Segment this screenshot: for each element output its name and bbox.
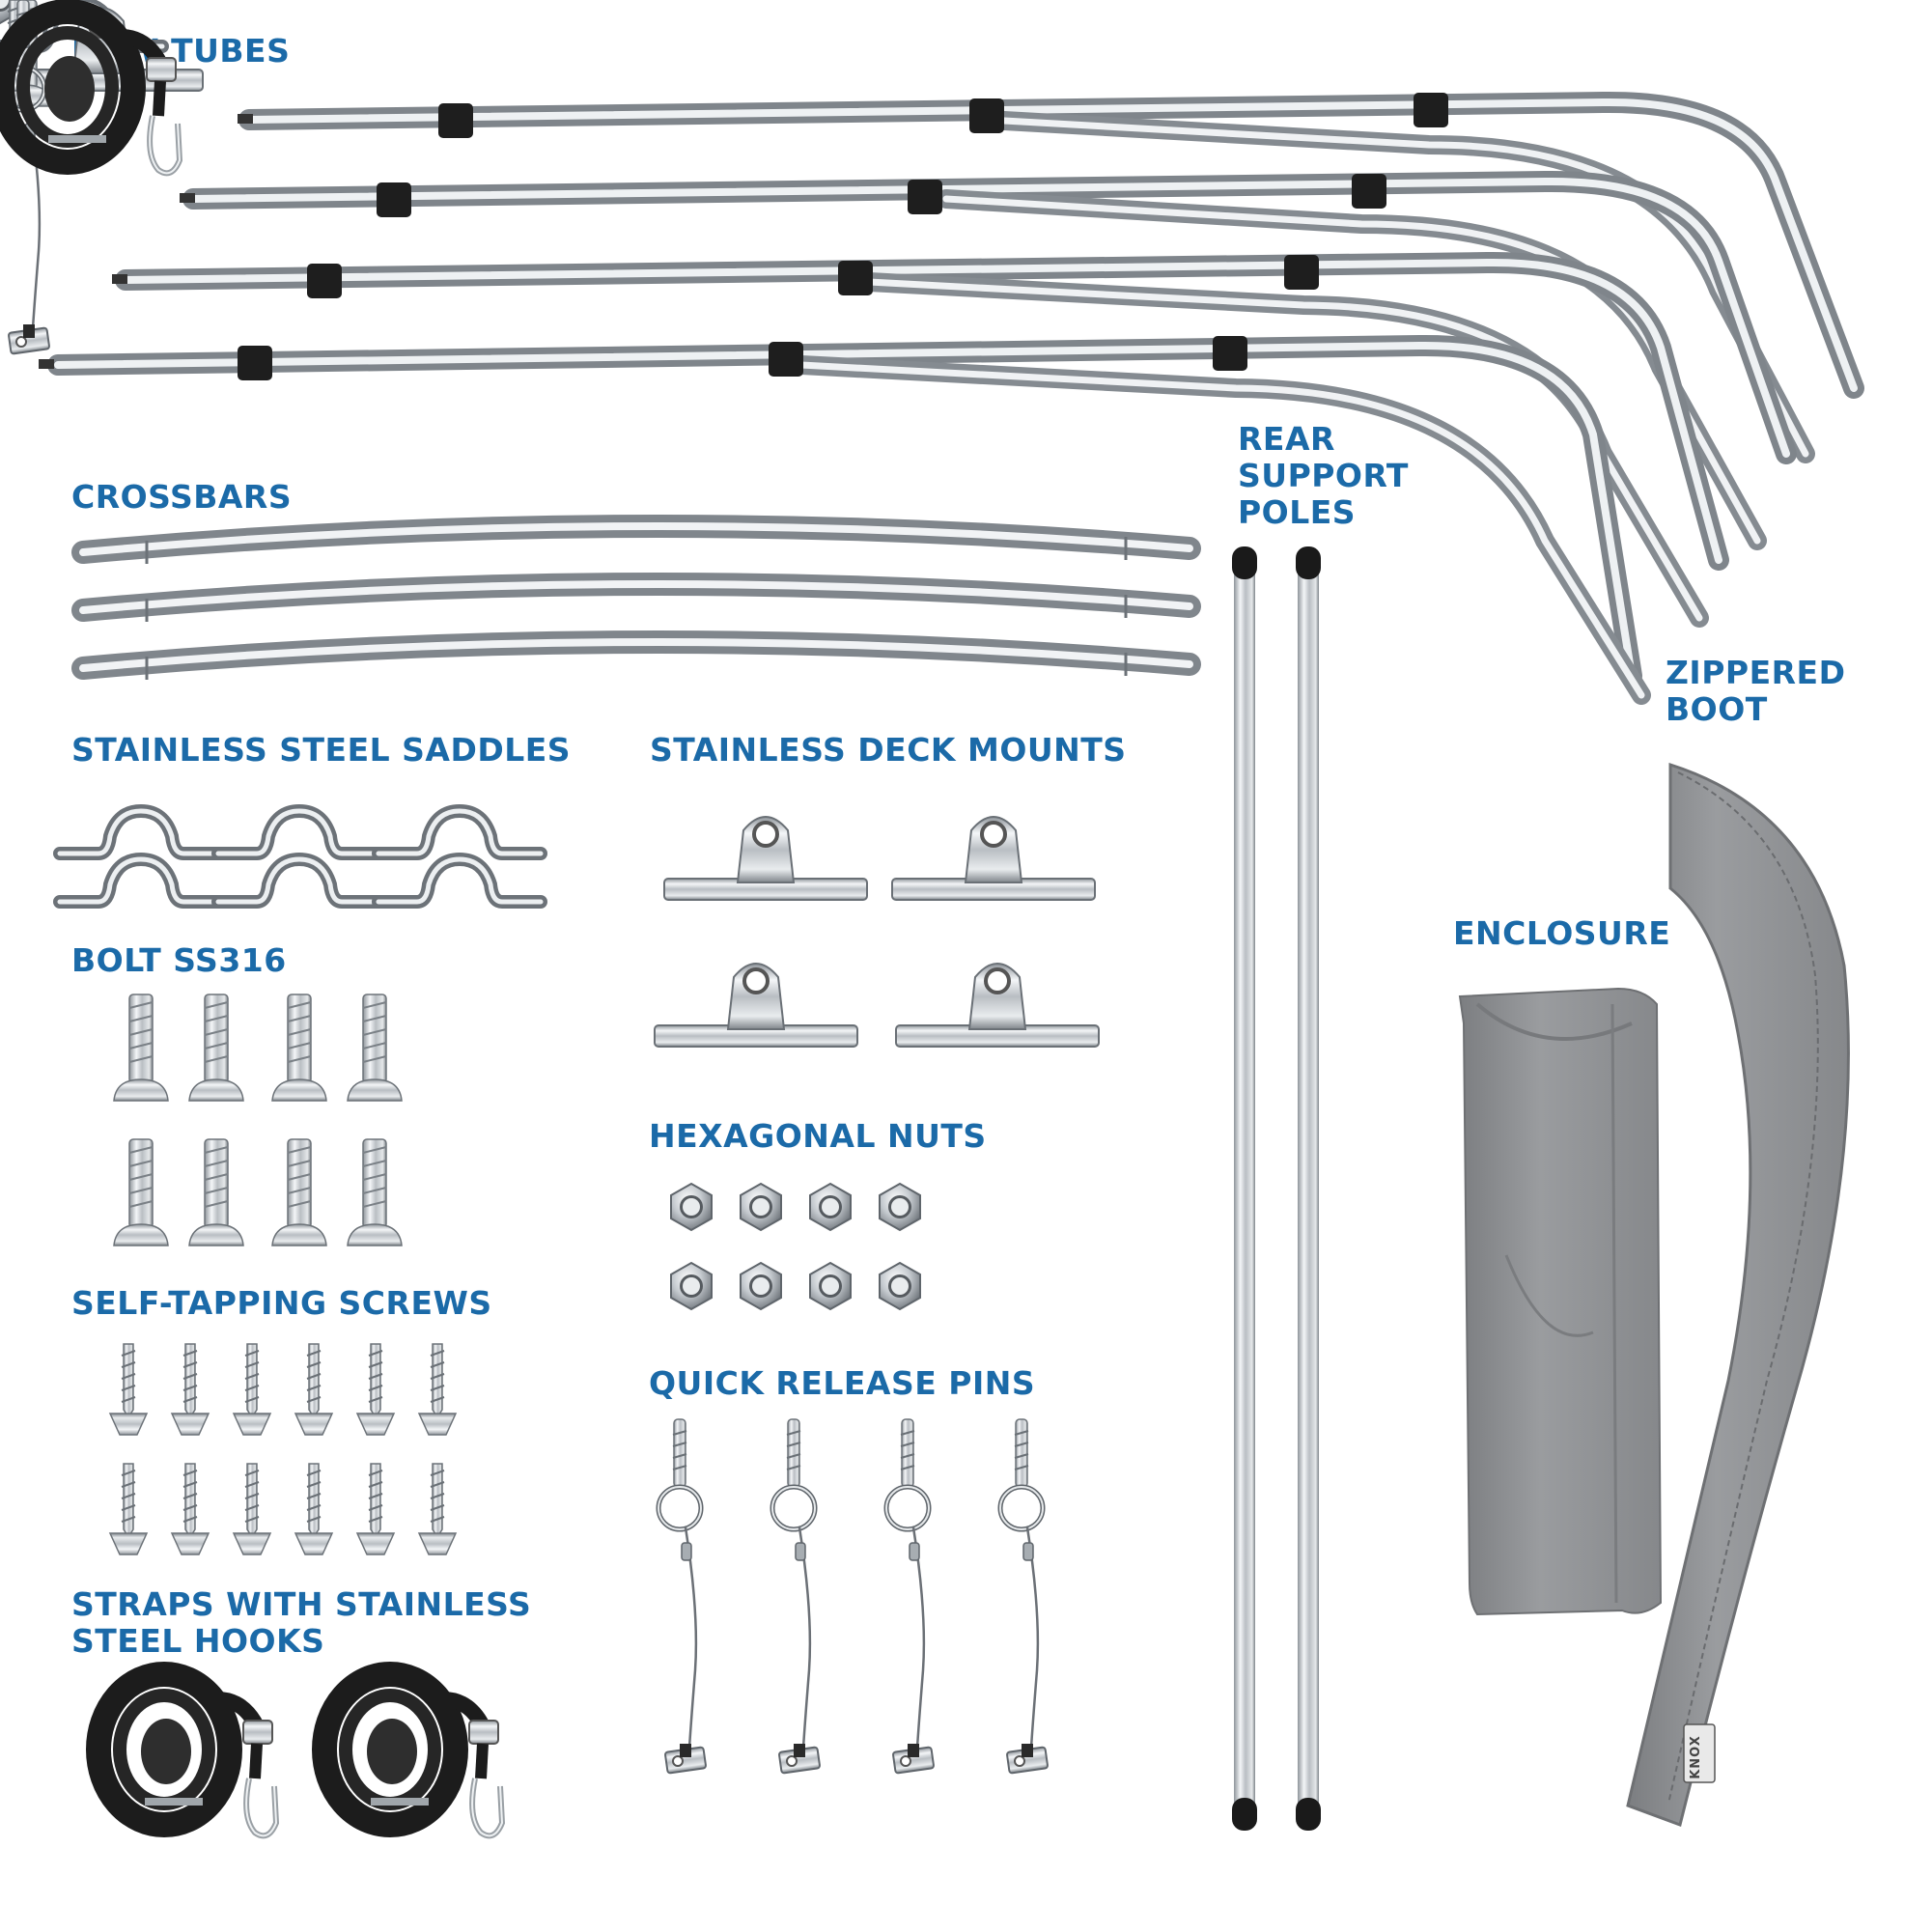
label-zippered-line1: ZIPPERED <box>1666 654 1846 691</box>
label-bolt: BOLT SS316 <box>71 941 287 979</box>
label-rear-line1: REAR <box>1238 420 1335 458</box>
label-rear-line3: POLES <box>1238 493 1357 531</box>
label-enclosure: ENCLOSURE <box>1453 914 1671 952</box>
label-crossbars: CROSSBARS <box>71 478 293 516</box>
bow-tube-icon <box>39 91 1864 705</box>
label-straps: STRAPS WITH STAINLESS STEEL HOOKS <box>71 1586 531 1660</box>
label-zippered-line2: BOOT <box>1666 690 1768 728</box>
label-saddles: STAINLESS STEEL SADDLES <box>71 731 572 769</box>
label-zippered-boot: ZIPPERED BOOT <box>1666 655 1845 728</box>
boot-brand-label: KNOX <box>1689 1735 1703 1779</box>
label-straps-line1: STRAPS WITH STAINLESS <box>71 1585 532 1623</box>
strap-icon <box>0 0 502 1835</box>
label-rear-support-poles: REAR SUPPORT POLES <box>1238 421 1409 531</box>
label-deck-mounts: STAINLESS DECK MOUNTS <box>650 731 1127 769</box>
support-pole-icon <box>1232 546 1321 1831</box>
screw-icon <box>0 0 457 1555</box>
label-quick-release: QUICK RELEASE PINS <box>649 1364 1036 1402</box>
crossbar-icon <box>71 514 1201 680</box>
label-hex-nuts: HEXAGONAL NUTS <box>649 1117 987 1155</box>
enclosure-bag-icon <box>1458 987 1663 1616</box>
label-rear-line2: SUPPORT <box>1238 457 1409 494</box>
boot-icon: KNOX <box>1626 762 1850 1827</box>
label-straps-line2: STEEL HOOKS <box>71 1622 325 1660</box>
label-self-tapping: SELF-TAPPING SCREWS <box>71 1284 492 1322</box>
